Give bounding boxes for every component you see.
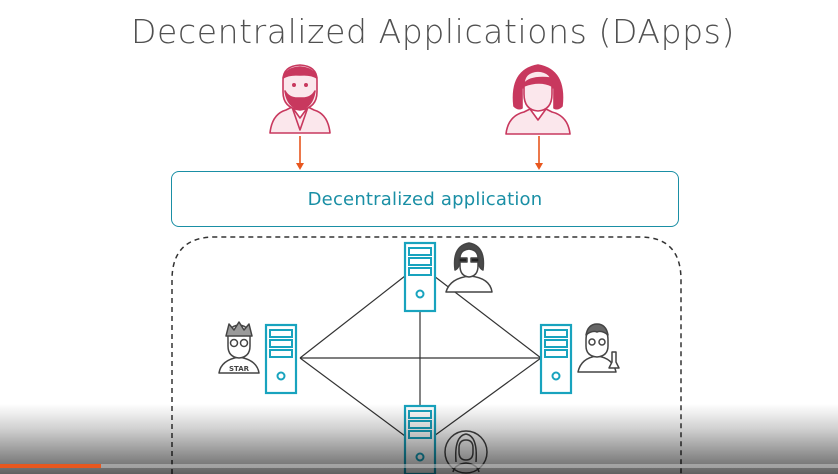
bearded-man-user-icon xyxy=(269,64,331,134)
link-top-left xyxy=(299,275,406,359)
woman-sunglasses-avatar-icon xyxy=(445,242,493,293)
server-icon-right xyxy=(539,323,573,395)
server-icon-left xyxy=(264,323,298,395)
user2-arrow xyxy=(535,136,543,170)
star-shirt-man-avatar-icon: STAR xyxy=(218,321,260,374)
network-boundary xyxy=(171,236,682,474)
scientist-avatar-icon xyxy=(577,323,620,373)
svg-text:STAR: STAR xyxy=(229,365,250,373)
link-right-bottom xyxy=(433,357,542,437)
woman-user-icon xyxy=(505,64,571,135)
video-progress-fill xyxy=(0,464,101,468)
decentralized-application-box: Decentralized application xyxy=(171,171,679,227)
link-left-bottom xyxy=(299,357,406,437)
decentralized-application-label: Decentralized application xyxy=(307,188,543,210)
video-progress-bar[interactable] xyxy=(0,464,838,468)
user1-arrow xyxy=(296,136,304,170)
slide-title: Decentralized Applications (DApps) xyxy=(131,12,735,51)
server-icon-top xyxy=(403,241,437,313)
